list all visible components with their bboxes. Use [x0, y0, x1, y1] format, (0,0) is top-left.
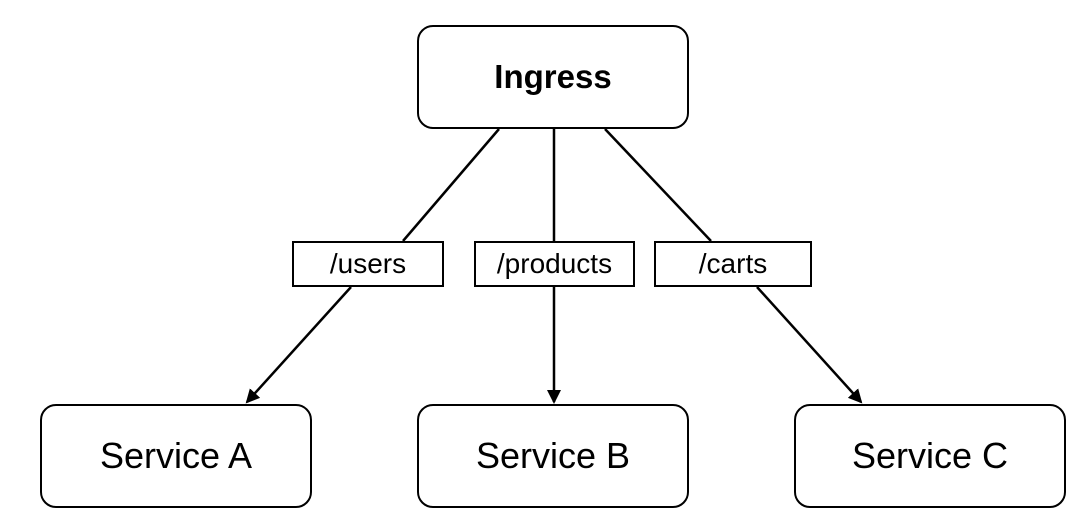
service-c-label: Service C: [851, 435, 1009, 476]
route-users-text: /users: [329, 248, 407, 279]
edge-ingress-to-users-route: [402, 128, 500, 242]
arrow-users-route-to-service-a: [245, 286, 352, 404]
service-b-label: Service B: [475, 435, 631, 476]
arrow-carts-route-to-service-c: [756, 286, 863, 404]
service-c-node: Service C: [794, 404, 1066, 508]
route-products-text: /products: [496, 248, 613, 279]
ingress-label: Ingress: [494, 58, 612, 95]
service-a-label: Service A: [99, 435, 253, 476]
route-label-users: /users: [292, 241, 444, 287]
ingress-node: Ingress: [417, 25, 689, 129]
route-label-products: /products: [474, 241, 635, 287]
service-a-node: Service A: [40, 404, 312, 508]
service-b-node: Service B: [417, 404, 689, 508]
route-label-carts: /carts: [654, 241, 812, 287]
route-carts-text: /carts: [698, 248, 768, 279]
edge-ingress-to-carts-route: [604, 128, 712, 242]
